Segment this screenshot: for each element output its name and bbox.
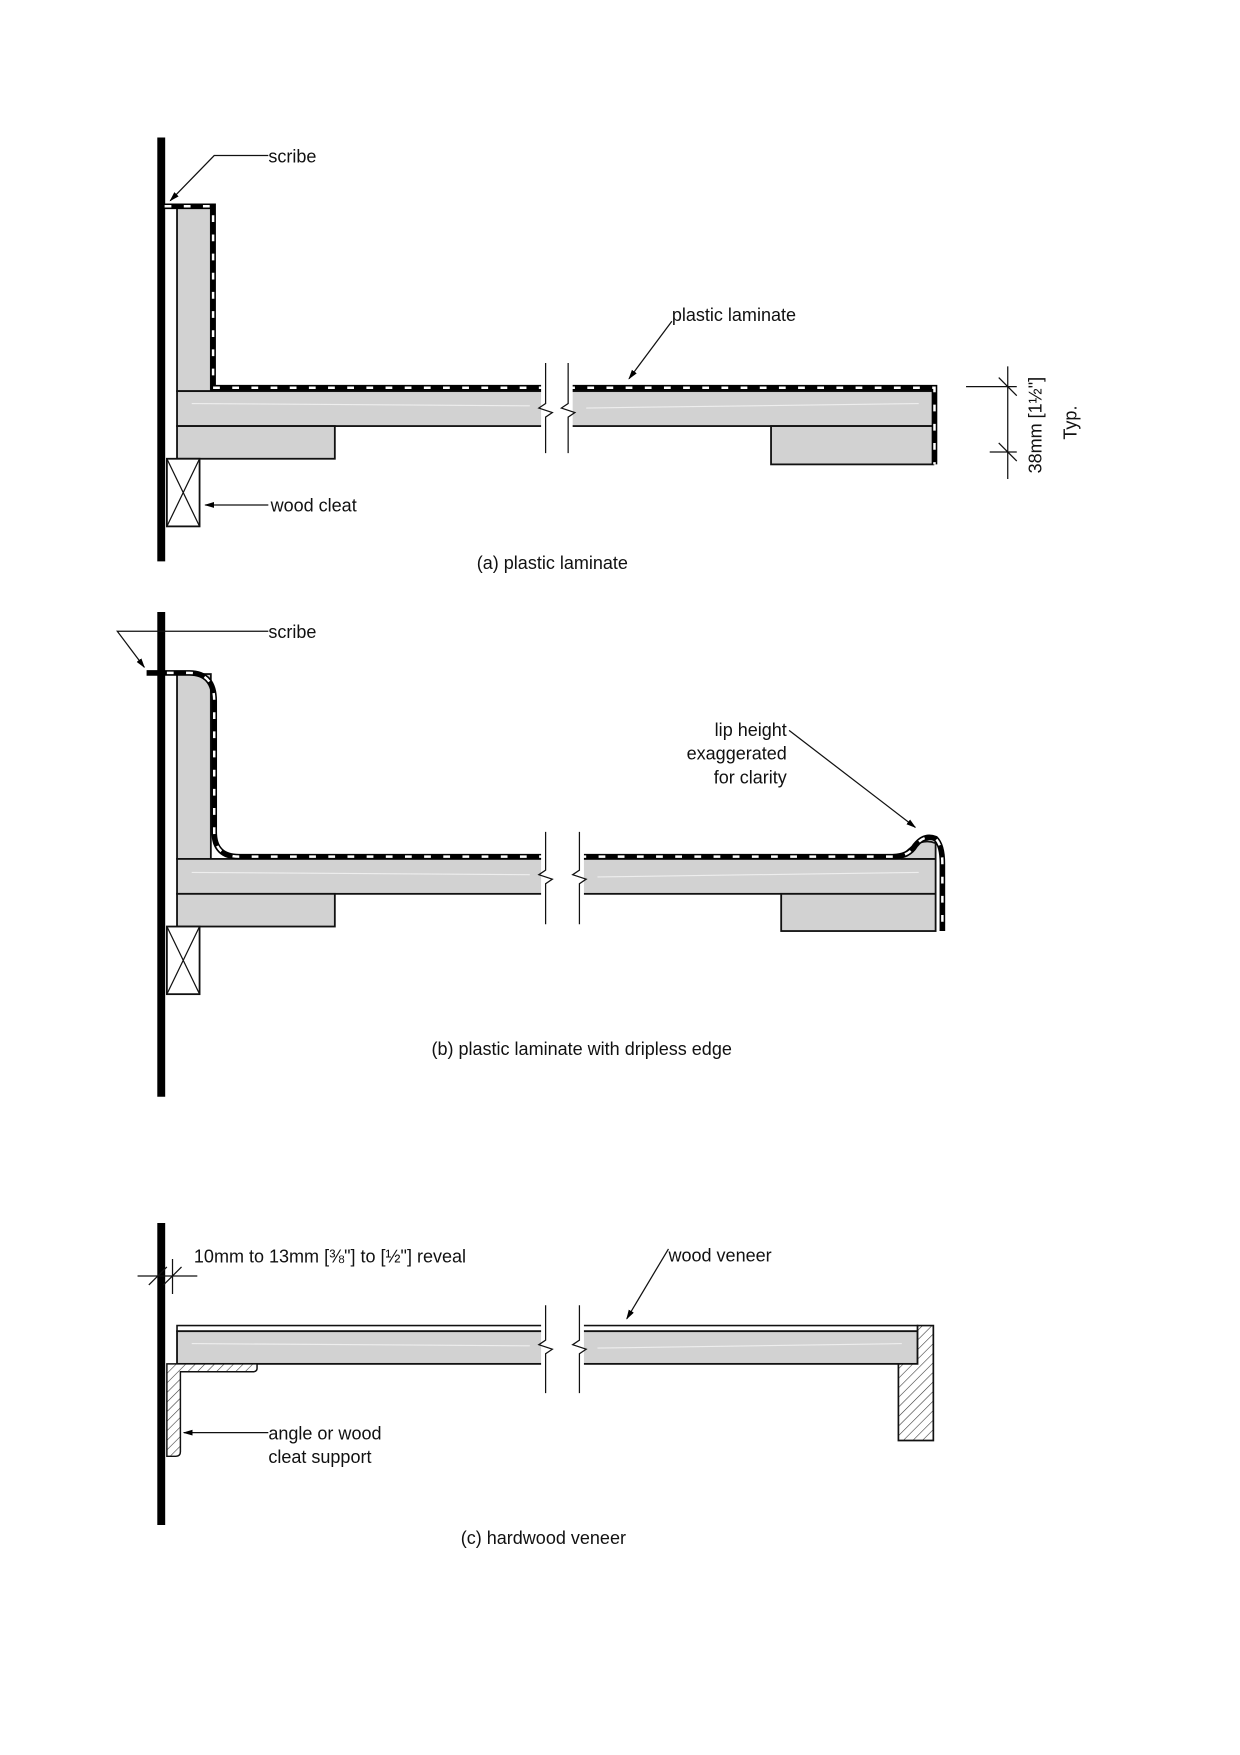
caption-a: (a) plastic laminate <box>477 553 628 573</box>
dimension-line <box>966 366 1018 480</box>
countertop-left <box>176 858 547 895</box>
backsplash <box>176 205 212 393</box>
caption-b: (b) plastic laminate with dripless edge <box>431 1039 731 1059</box>
section-c-hardwood-veneer: 10mm to 13mm [⅜"] to [½"] reveal wood ve… <box>137 1222 935 1548</box>
label-lip-height-3: for clarity <box>714 767 787 787</box>
label-plastic-laminate: plastic laminate <box>672 305 796 325</box>
countertop-left <box>176 1330 547 1365</box>
break-line <box>537 831 588 925</box>
section-a-plastic-laminate: scribe plastic laminate wood cleat 38mm … <box>157 137 1081 573</box>
label-scribe: scribe <box>268 622 316 642</box>
section-b-dripless-edge: scribe lip height exaggerated for clarit… <box>116 612 946 1097</box>
subtop-right <box>780 892 937 932</box>
angle-support <box>166 1363 258 1458</box>
laminate <box>146 670 946 932</box>
countertop-right <box>567 390 935 427</box>
dimension-typ: Typ. <box>1061 406 1081 440</box>
hardwood-edge <box>897 1324 935 1442</box>
label-lip-height-1: lip height <box>715 720 787 740</box>
break-line <box>537 1305 588 1394</box>
caption-c: (c) hardwood veneer <box>461 1528 626 1548</box>
label-wood-veneer: wood veneer <box>667 1245 771 1265</box>
label-wood-cleat: wood cleat <box>270 496 357 516</box>
label-lip-height-2: exaggerated <box>687 744 787 764</box>
reveal-dimension <box>137 1259 198 1294</box>
subtop-left <box>176 425 336 460</box>
countertop-left <box>176 390 547 427</box>
dimension-38mm: 38mm [1½"] <box>1026 377 1046 474</box>
subtop-left <box>176 892 336 928</box>
label-support-2: cleat support <box>268 1447 371 1467</box>
break-line <box>537 362 577 454</box>
label-scribe: scribe <box>268 146 316 166</box>
label-reveal: 10mm to 13mm [⅜"] to [½"] reveal <box>194 1246 466 1266</box>
backsplash <box>176 673 212 860</box>
label-support-1: angle or wood <box>268 1423 381 1443</box>
subtop-right <box>770 425 935 466</box>
